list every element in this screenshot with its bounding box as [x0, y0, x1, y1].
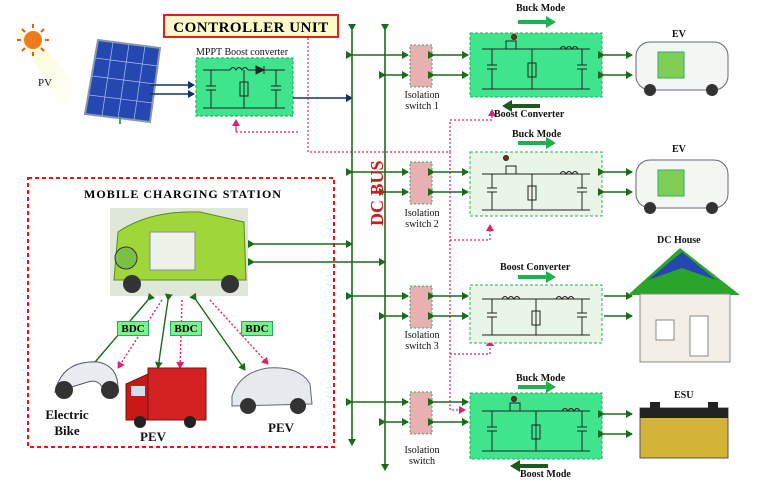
branch-power-lines: [346, 51, 633, 438]
vehicle-label-bike-2: Bike: [54, 423, 80, 438]
mobile-charging-station-frame: [27, 177, 335, 448]
branch1-switch-line1: Isolation: [404, 90, 440, 101]
car-icon: [231, 367, 313, 414]
mobile-station-title: MOBILE CHARGING STATION: [84, 187, 282, 201]
branch2-switch-line2: switch 2: [405, 219, 439, 230]
vehicle-label-pev-1: PEV: [140, 429, 166, 444]
sun-icon: [17, 24, 80, 108]
branch3-switch-line2: switch 3: [405, 341, 439, 352]
ev-car-icon-2: [635, 159, 729, 214]
buck-mode-arrow-2: [518, 137, 556, 149]
dc-bus-label: DC BUS: [367, 160, 387, 226]
pv-label: PV: [38, 77, 52, 89]
ev-car-icon-1: [635, 41, 729, 96]
bdc-label-3: BDC: [241, 321, 273, 336]
branch1-top-label: Buck Mode: [516, 3, 566, 14]
truck-icon: [125, 367, 207, 428]
branch2-load: EV: [672, 144, 686, 155]
boost-arrow-3: [518, 271, 556, 283]
pv-output-lines: [150, 81, 195, 98]
buck-mode-arrow-4: [518, 381, 556, 393]
branch3-top-label: Boost Converter: [500, 262, 571, 273]
boost-mode-arrow-4: [510, 460, 548, 472]
buck-mode-arrow-1: [518, 16, 556, 28]
vehicle-label-pev-2: PEV: [268, 420, 294, 435]
branch3-load: DC House: [657, 235, 701, 246]
branch4-load: ESU: [674, 390, 694, 401]
bdc-label-1: BDC: [117, 321, 149, 336]
charging-van-image: [110, 208, 248, 296]
esu-battery-icon: [639, 402, 729, 459]
branch1-switch-line2: switch 1: [405, 101, 439, 112]
vehicle-label-bike-1: Electric: [45, 407, 89, 422]
dc-house-icon: [628, 248, 740, 363]
mode-arrows: [502, 16, 556, 472]
mppt-label: MPPT Boost converter: [196, 47, 289, 58]
solar-panel-icon: [83, 38, 162, 124]
electric-bike-icon: [54, 361, 119, 399]
branch4-bottom-label: Boost Mode: [520, 469, 571, 480]
branch2-switch-line1: Isolation: [404, 208, 440, 219]
bdc-label-2: BDC: [170, 321, 202, 336]
controller-unit-box: CONTROLLER UNIT: [163, 14, 339, 38]
branch4-switch-line2: switch: [408, 456, 436, 467]
branch2-top-label: Buck Mode: [512, 129, 562, 140]
branch4-top-label: Buck Mode: [516, 373, 566, 384]
mppt-boost-converter: [195, 57, 294, 117]
branch1-bottom-label: Boost Converter: [494, 109, 565, 120]
branch1-load: EV: [672, 29, 686, 40]
dc-bus-label-svg: DC BUS: [367, 160, 387, 226]
dc-bus-lines: [348, 24, 389, 471]
branch3-switch-line1: Isolation: [404, 330, 440, 341]
converter-circuits: [482, 34, 590, 452]
boost-arrow-1: [502, 100, 540, 112]
station-bus-lines: [248, 240, 386, 266]
branch4-switch-line1: Isolation: [404, 445, 440, 456]
control-signal-lines: [232, 38, 496, 414]
